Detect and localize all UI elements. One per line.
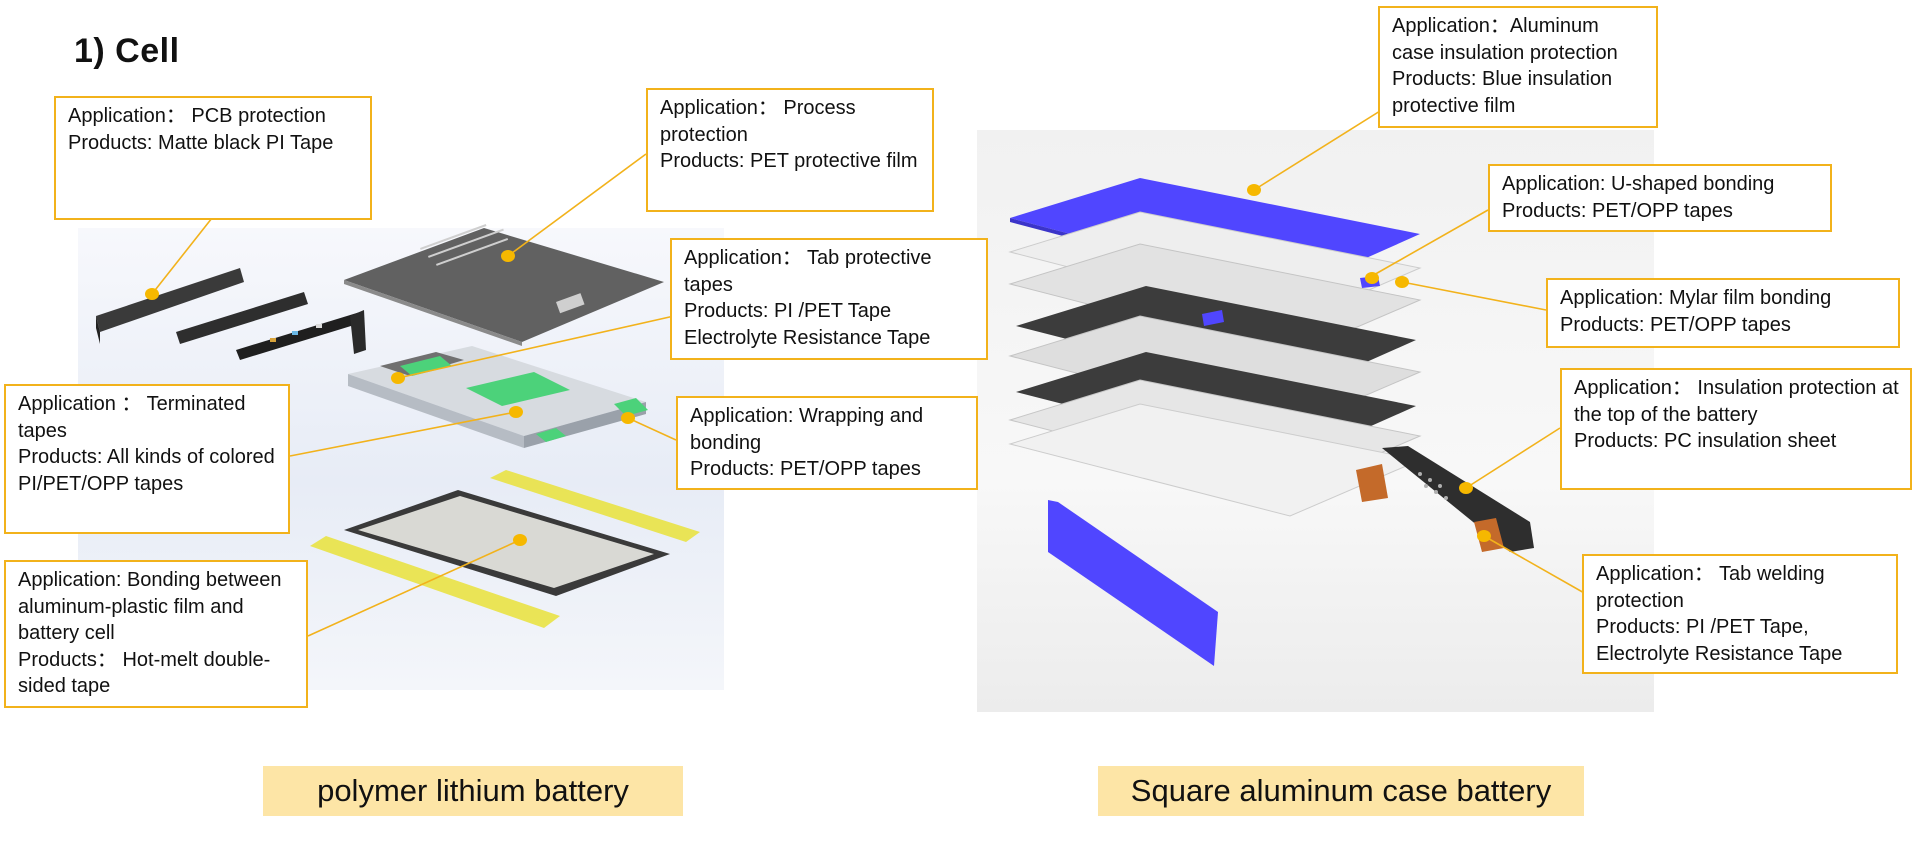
- callout-products: Products: PET/OPP tapes: [1560, 313, 1791, 336]
- callout-application: Application: Mylar film bonding: [1560, 287, 1832, 309]
- green-wrapping-tape-small: [536, 428, 566, 442]
- callout-products: Products: PET/OPP tapes: [1502, 199, 1733, 222]
- tab-welding-tape-left: [1356, 464, 1388, 502]
- polymer-battery-label: polymer lithium battery: [263, 766, 683, 816]
- callout-wrapping-bonding: Application: Wrapping and bonding Produc…: [676, 396, 978, 490]
- callout-process-protection: Application： Process protection Products…: [646, 88, 934, 212]
- callout-tab-welding-protection: Application： Tab welding protection Prod…: [1582, 554, 1898, 674]
- callout-products-extra: Electrolyte Resistance Tape: [684, 326, 931, 349]
- yellow-hot-melt-strip-right: [490, 470, 700, 542]
- callout-products: Products: All kinds of colored PI/PET/OP…: [18, 446, 275, 495]
- callout-products: Products: Blue insulation protective fil…: [1392, 68, 1613, 117]
- black-pi-tape-strip-edge: [96, 316, 100, 344]
- callout-markers: [145, 184, 1491, 546]
- battery-top-cover: [1382, 446, 1534, 552]
- green-wrapping-tape: [614, 398, 648, 416]
- callout-u-shaped-bonding: Application: U-shaped bonding Products: …: [1488, 164, 1832, 232]
- callout-mylar-film-bonding: Application: Mylar film bonding Products…: [1546, 278, 1900, 348]
- callout-application: Application: Bonding between aluminum-pl…: [18, 569, 282, 644]
- green-terminated-tape: [466, 372, 570, 406]
- black-pi-tape-strip-medium: [176, 292, 308, 344]
- callout-application: Application：Aluminum case insulation pro…: [1392, 15, 1618, 64]
- pcb-board-tab: [350, 310, 366, 354]
- callout-application: Application： Process protection: [660, 97, 856, 146]
- callout-application: Application: U-shaped bonding: [1502, 173, 1775, 195]
- black-pi-tape-strip-large: [96, 268, 244, 332]
- callout-terminated-tapes: Application ： Terminated tapes Products:…: [4, 384, 290, 534]
- callout-application: Application： Insulation protection at th…: [1574, 377, 1899, 426]
- blue-insulation-film-side: [1048, 500, 1218, 666]
- battery-cell-surface: [358, 496, 654, 588]
- pouch-cell-side: [348, 374, 524, 448]
- callout-application: Application： PCB protection: [68, 105, 326, 127]
- pcb-component: [292, 331, 298, 335]
- yellow-hot-melt-strip-left: [310, 536, 560, 628]
- callout-pcb-protection: Application： PCB protection Products: Ma…: [54, 96, 372, 220]
- pcb-board-strip: [236, 312, 364, 360]
- callout-products: Products: Matte black PI Tape: [68, 131, 334, 154]
- callout-insulation-top: Application： Insulation protection at th…: [1560, 368, 1912, 490]
- pcb-component: [270, 338, 276, 342]
- callout-aluminum-case-insulation: Application：Aluminum case insulation pro…: [1378, 6, 1658, 128]
- section-title: 1) Cell: [74, 32, 180, 70]
- callout-leader-lines: [151, 105, 1587, 637]
- callout-application: Application： Tab welding protection: [1596, 563, 1825, 612]
- callout-products: Products： Hot-melt double-sided tape: [18, 648, 271, 698]
- callout-products: Products: PI /PET Tape,: [1596, 616, 1809, 638]
- pet-film-printed-text: [420, 224, 585, 314]
- callout-application: Application: Wrapping and bonding: [690, 405, 924, 454]
- callout-products: Products: PET protective film: [660, 150, 918, 172]
- callout-hot-melt-bonding: Application: Bonding between aluminum-pl…: [4, 560, 308, 708]
- callout-products: Products: PC insulation sheet: [1574, 430, 1837, 452]
- pcb-component: [316, 324, 322, 328]
- aluminum-battery-label: Square aluminum case battery: [1098, 766, 1584, 816]
- pet-film-edge: [344, 280, 522, 346]
- callout-tab-protective-tapes: Application： Tab protective tapes Produc…: [670, 238, 988, 360]
- callout-products-extra: Electrolyte Resistance Tape: [1596, 642, 1843, 665]
- callout-products: Products: PET/OPP tapes: [690, 458, 921, 480]
- pet-protective-film-sheet: [344, 228, 664, 342]
- callout-products: Products: PI /PET Tape: [684, 300, 892, 322]
- callout-application: Application ： Terminated tapes: [18, 393, 246, 442]
- mylar-bonding-tape: [1202, 310, 1224, 326]
- callout-application: Application： Tab protective tapes: [684, 247, 932, 296]
- green-tab-tape: [400, 356, 452, 376]
- top-cover-holes: [1418, 472, 1448, 500]
